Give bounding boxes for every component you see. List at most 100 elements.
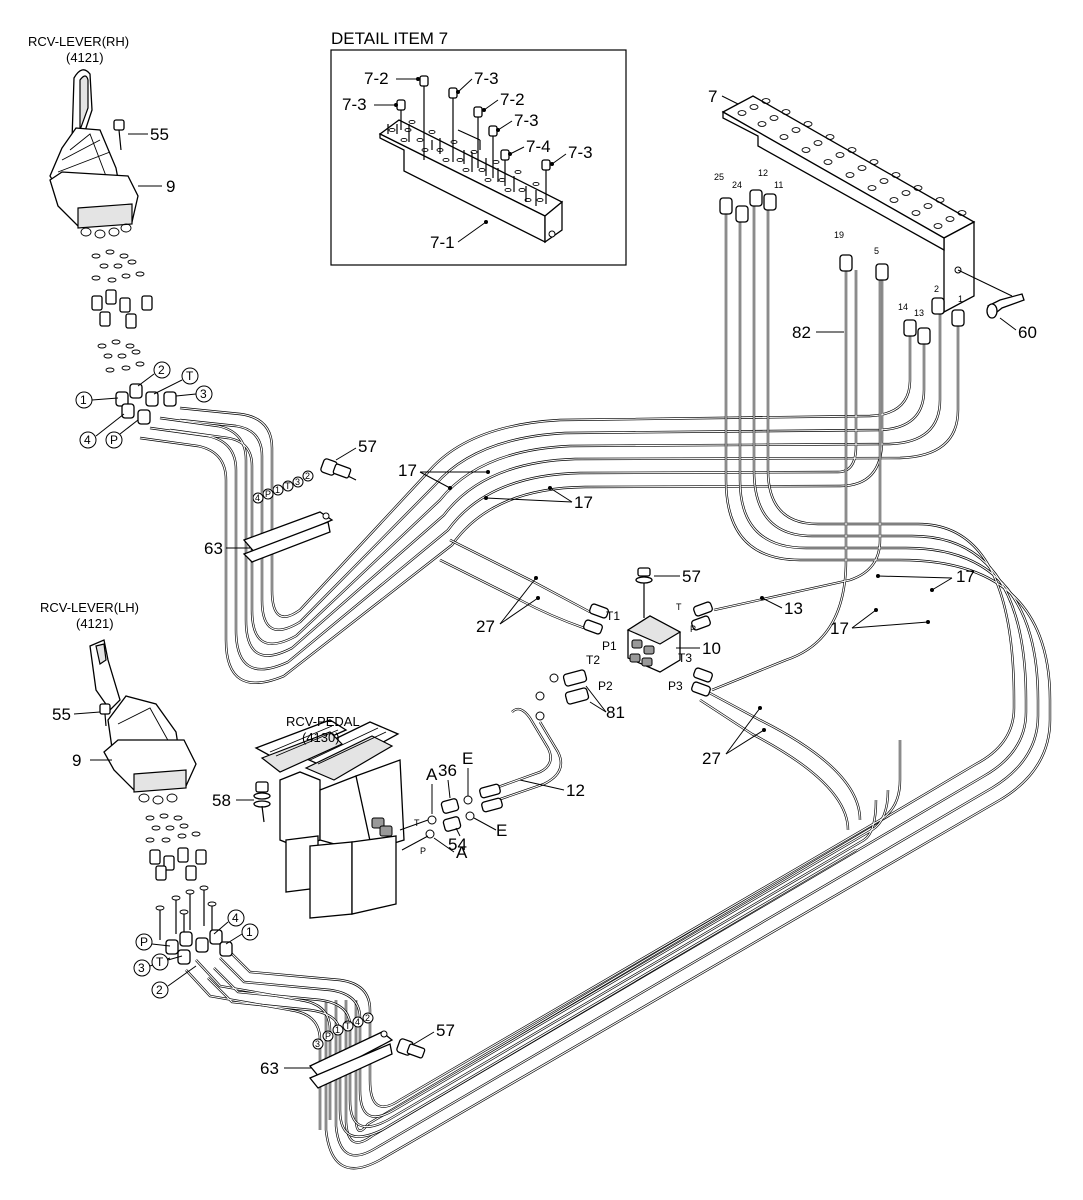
title-rcv-pedal: RCV-PEDAL: [286, 714, 360, 729]
title-rcv-lever-lh: RCV-LEVER(LH): [40, 600, 139, 615]
label-55-lh: 55: [52, 705, 71, 724]
code-rcv-pedal: (4130): [302, 730, 340, 745]
hoses-12: [485, 707, 563, 806]
port-t2: T2: [586, 653, 600, 667]
label-55-rh: 55: [150, 125, 169, 144]
label-e-lower: E: [496, 821, 507, 840]
code-rcv-lever-rh: (4121): [66, 50, 104, 65]
detail-label-7-3a: 7-3: [474, 69, 499, 88]
rcv-lever-rh: [49, 69, 177, 425]
hose-5: 5: [874, 246, 879, 256]
hose-bundle-rh-upper: [139, 270, 960, 685]
label-7: 7: [708, 87, 717, 106]
manifold-plate-7: [721, 95, 1013, 314]
label-81: 81: [606, 703, 625, 722]
code-rcv-lever-lh: (4121): [76, 616, 114, 631]
label-10: 10: [702, 639, 721, 658]
rh-port-p: P: [110, 433, 118, 447]
clamp-lh-id: 2: [365, 1013, 370, 1023]
clamp-rh-id: 4: [255, 493, 260, 503]
port-p: P: [690, 624, 696, 634]
rcv-pedal: [253, 719, 503, 919]
clamp-rh-id: P: [265, 489, 271, 499]
port-p1: P1: [602, 639, 617, 653]
clamp-63-lower: [308, 1030, 394, 1089]
hoses-27: [439, 538, 862, 831]
bolt-60: [986, 293, 1025, 319]
label-9-lh: 9: [72, 751, 81, 770]
label-63-lower: 63: [260, 1059, 279, 1078]
port-t1: T1: [606, 609, 620, 623]
detail-item-7-box: DETAIL ITEM 7: [330, 29, 627, 266]
hose-19: 19: [834, 230, 844, 240]
clamp-lh-id: 1: [335, 1025, 340, 1035]
label-82: 82: [792, 323, 811, 342]
hose-1: 1: [958, 294, 963, 304]
label-57-mid: 57: [682, 567, 701, 586]
label-9-rh: 9: [166, 177, 175, 196]
hose-2: 2: [934, 284, 939, 294]
fitting-57-upper: [320, 458, 357, 481]
port-t: T: [676, 602, 682, 612]
lh-port-2: 2: [156, 983, 163, 997]
hose-11: 11: [774, 180, 783, 190]
rh-port-1: 1: [80, 393, 87, 407]
lh-port-4: 4: [232, 911, 239, 925]
port-p3: P3: [668, 679, 683, 693]
lh-port-p: P: [140, 935, 148, 949]
detail-label-7-3d: 7-3: [568, 143, 593, 162]
clamp-lh-id: 3: [315, 1039, 320, 1049]
rh-port-2: 2: [158, 363, 165, 377]
label-57-upper: 57: [358, 437, 377, 456]
rh-port-3: 3: [200, 387, 207, 401]
clamp-lh-id: 4: [355, 1017, 360, 1027]
label-57-lower: 57: [436, 1021, 455, 1040]
lh-port-t: T: [156, 955, 164, 969]
clamp-lh-ids: 3 P 1 T 4 2: [312, 1012, 374, 1050]
detail-label-7-2b: 7-2: [500, 90, 525, 109]
label-17-a: 17: [398, 461, 417, 480]
clamp-lh-id: P: [325, 1031, 331, 1041]
detail-label-7-3b: 7-3: [342, 95, 367, 114]
hose-number-labels: 25 24 12 11 19 5 14 13 2 1: [714, 168, 963, 318]
label-e-upper: E: [462, 749, 473, 768]
clamp-rh-ids: 4 P 1 T 3 2: [252, 470, 314, 504]
clamp-rh-id: 2: [305, 471, 310, 481]
label-13: 13: [784, 599, 803, 618]
port-labels: T1 P1 T2 P2 T3 P3 T P T P: [414, 602, 696, 856]
hose-end-fittings: [719, 189, 965, 345]
detail-label-7-3c: 7-3: [514, 111, 539, 130]
label-27-lower: 27: [702, 749, 721, 768]
clamp-rh-id: 3: [295, 477, 300, 487]
title-rcv-lever-rh: RCV-LEVER(RH): [28, 34, 129, 49]
label-17-b: 17: [574, 493, 593, 512]
label-60: 60: [1018, 323, 1037, 342]
clamp-lh-id: T: [345, 1021, 351, 1031]
port-t3: T3: [678, 651, 692, 665]
clamp-63-upper: [242, 511, 334, 563]
label-63-upper: 63: [204, 539, 223, 558]
hose-bundle-right-loops: [324, 196, 1052, 1170]
part-number-labels: 7 55 9 57 17 17 63 27 57 13 10 17 17: [52, 87, 1037, 1078]
fitting-57-lower: [396, 1038, 426, 1059]
label-a-upper: A: [426, 765, 438, 784]
clamp-rh-id: 1: [275, 485, 280, 495]
clamp-rh-id: T: [285, 481, 291, 491]
port-p2: P2: [598, 679, 613, 693]
label-17-c: 17: [956, 567, 975, 586]
pedal-port-t: T: [414, 818, 420, 828]
label-17-d: 17: [830, 619, 849, 638]
lh-port-1: 1: [246, 925, 253, 939]
hose-25: 25: [714, 172, 724, 182]
rh-port-t: T: [186, 369, 194, 383]
rh-port-4: 4: [84, 433, 91, 447]
component-titles: RCV-LEVER(RH) (4121) RCV-LEVER(LH) (4121…: [28, 34, 360, 745]
detail-label-7-2a: 7-2: [364, 69, 389, 88]
label-a-lower: A: [456, 843, 468, 862]
rcv-lever-lh: [89, 639, 233, 965]
label-58: 58: [212, 791, 231, 810]
detail-title: DETAIL ITEM 7: [331, 29, 448, 48]
circled-ports-lh: 4 1 P 3 T 2: [133, 909, 259, 999]
lh-port-3: 3: [138, 961, 145, 975]
